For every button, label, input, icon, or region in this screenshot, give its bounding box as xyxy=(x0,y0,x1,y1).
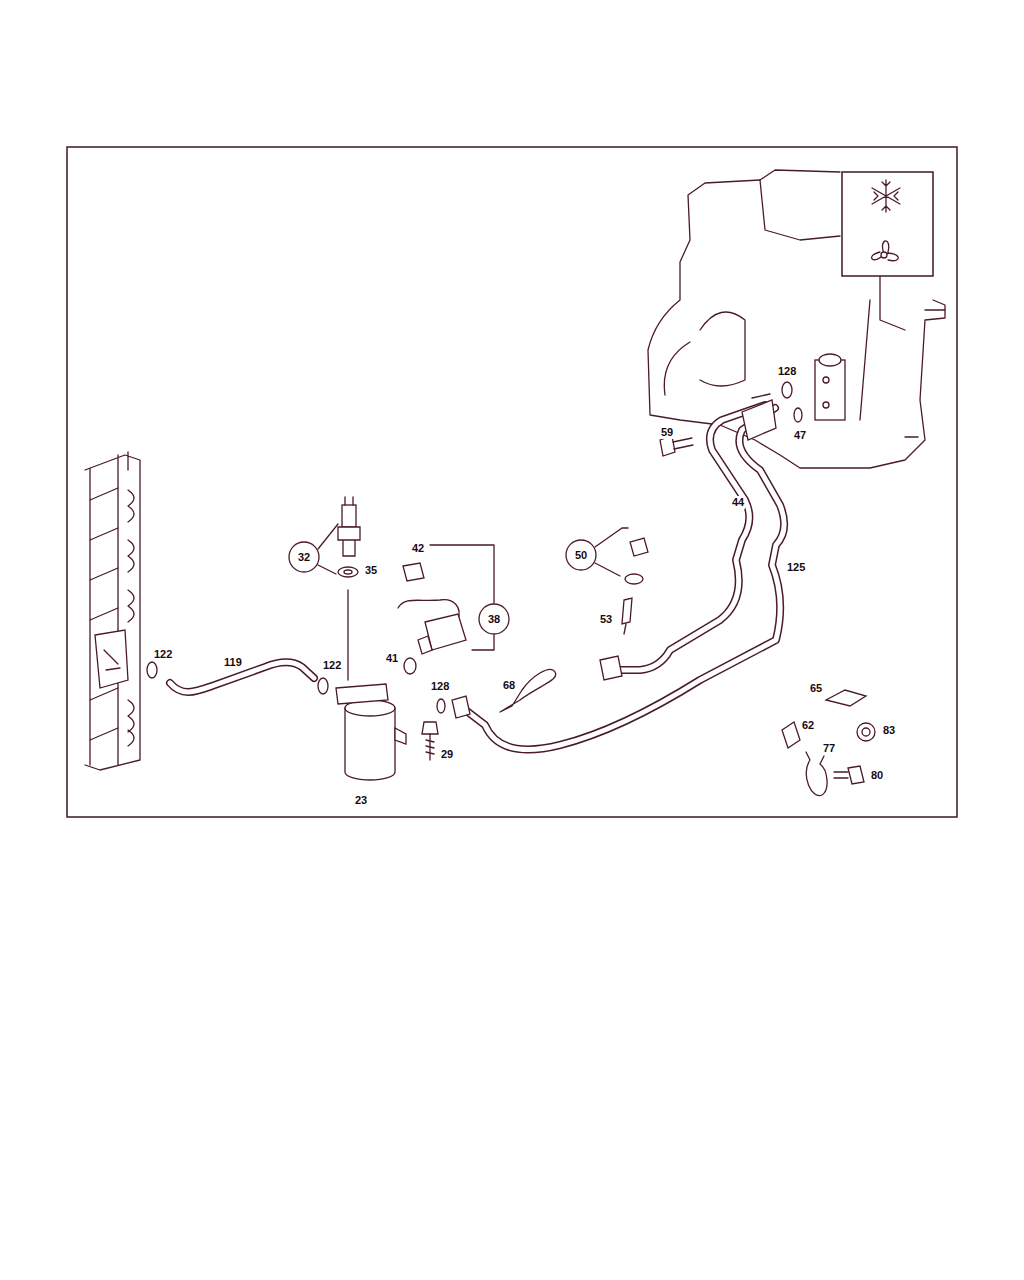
callout-number: 125 xyxy=(786,561,806,574)
drier-fitting xyxy=(336,684,388,704)
pipe-flange xyxy=(742,400,776,440)
port-hole xyxy=(823,402,829,408)
callout-number: 50 xyxy=(575,549,587,561)
circle-text-box: 32 xyxy=(288,541,320,573)
callout-number: 77 xyxy=(822,742,836,755)
o-ring xyxy=(794,408,802,422)
screw xyxy=(422,722,438,734)
fan-hub xyxy=(881,252,887,258)
callout-number: 53 xyxy=(599,613,613,626)
washer-hole xyxy=(344,570,352,574)
service-valve xyxy=(622,598,632,624)
seal xyxy=(625,574,643,584)
bolt xyxy=(848,766,864,784)
bracket-line xyxy=(430,545,494,650)
bolt xyxy=(660,436,675,456)
valve-stem xyxy=(624,624,626,634)
callout-number: 41 xyxy=(385,652,399,665)
o-ring xyxy=(147,662,157,678)
circle-text-box: 38 xyxy=(478,603,510,635)
bracket xyxy=(826,690,866,706)
icon-box xyxy=(842,172,933,276)
snowflake-icon xyxy=(872,180,900,212)
callout-number: 23 xyxy=(354,794,368,807)
fitting-stud xyxy=(104,650,120,670)
condenser-tubes xyxy=(128,490,134,746)
o-ring xyxy=(404,658,416,674)
pipe-fitting xyxy=(600,656,622,680)
bolt-shank xyxy=(673,438,693,449)
stud xyxy=(905,310,945,437)
compressor-port xyxy=(819,354,841,366)
callout-number: 47 xyxy=(793,429,807,442)
bracket-line xyxy=(318,524,338,574)
o-ring xyxy=(437,699,445,713)
leader-line xyxy=(347,590,348,680)
callout-circle: 50 xyxy=(565,539,597,571)
bracket xyxy=(782,722,800,748)
callout-number: 122 xyxy=(322,659,342,672)
engine-outline xyxy=(648,170,945,468)
callout-number: 122 xyxy=(153,648,173,661)
callout-number: 42 xyxy=(411,542,425,555)
callout-number: 83 xyxy=(882,724,896,737)
cap xyxy=(630,538,648,556)
callout-number: 38 xyxy=(488,613,500,625)
sensor-tip xyxy=(418,636,432,654)
callout-circle: 38 xyxy=(478,603,510,635)
callout-number: 119 xyxy=(223,656,243,669)
callout-circle: 32 xyxy=(288,541,320,573)
o-ring xyxy=(782,382,792,398)
callout-number: 62 xyxy=(801,719,815,732)
temperature-sensor xyxy=(425,614,466,650)
drier-bracket xyxy=(395,728,406,744)
callout-number: 68 xyxy=(502,679,516,692)
nut-hole xyxy=(862,728,870,736)
pipe-fitting xyxy=(452,696,470,718)
circle-shape xyxy=(289,542,319,572)
clamp xyxy=(806,752,827,796)
bolt-shank xyxy=(834,772,848,778)
screw-thread xyxy=(426,734,434,760)
cable-tie xyxy=(500,669,556,712)
bracket-line xyxy=(595,528,628,576)
condenser-fins xyxy=(90,488,118,740)
pipe xyxy=(468,408,784,750)
callout-number: 65 xyxy=(809,682,823,695)
pipe xyxy=(468,408,784,750)
callout-number: 29 xyxy=(440,748,454,761)
nut xyxy=(857,723,875,741)
frame xyxy=(67,147,957,817)
circle-text-box: 50 xyxy=(565,539,597,571)
receiver-drier xyxy=(345,708,395,780)
o-ring xyxy=(318,678,328,694)
callout-number: 59 xyxy=(660,426,674,439)
circle-shape xyxy=(479,604,509,634)
washer xyxy=(338,567,358,577)
switch-pins xyxy=(345,497,353,505)
circle-shape xyxy=(566,540,596,570)
callout-number: 44 xyxy=(731,496,745,509)
port-hole xyxy=(823,377,829,383)
compressor-block xyxy=(815,360,845,420)
connector xyxy=(403,563,424,581)
pressure-switch-body xyxy=(338,527,360,556)
condenser xyxy=(85,452,140,770)
callout-number: 128 xyxy=(430,680,450,693)
callout-number: 128 xyxy=(777,365,797,378)
callout-number: 80 xyxy=(870,769,884,782)
pressure-switch xyxy=(342,505,356,527)
stud xyxy=(752,394,770,398)
condenser-fitting xyxy=(95,630,128,688)
fan-icon xyxy=(872,241,899,261)
callout-number: 35 xyxy=(364,564,378,577)
callout-number: 32 xyxy=(298,551,310,563)
